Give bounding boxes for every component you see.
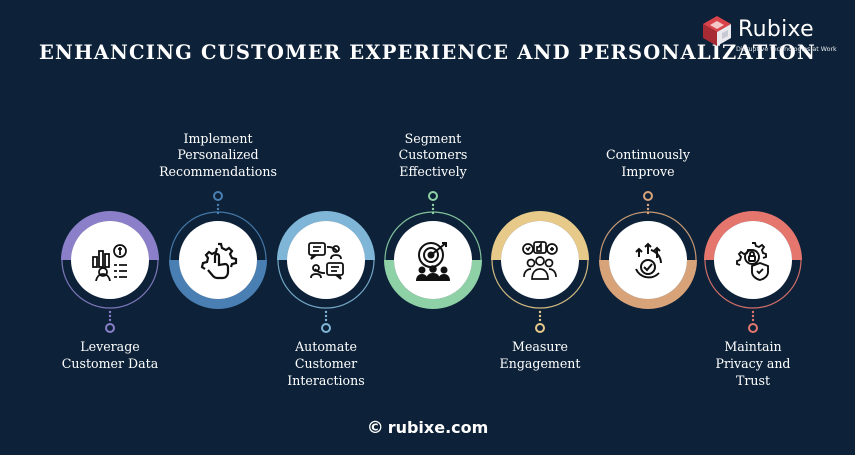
step-7 xyxy=(698,211,808,311)
step-label-line: Trust xyxy=(735,372,771,388)
step-icon-circle xyxy=(394,221,472,299)
step-label-line: Customer xyxy=(294,355,358,371)
step-label-line: Personalized xyxy=(177,147,259,163)
step-connector xyxy=(105,310,115,333)
step-ring xyxy=(277,211,375,309)
step-connector xyxy=(321,310,331,333)
step-label-line: Privacy and xyxy=(715,355,791,371)
step-5 xyxy=(485,211,595,311)
step-icon-circle xyxy=(287,221,365,299)
step-1 xyxy=(55,211,165,311)
step-icon-circle xyxy=(501,221,579,299)
logo-name: Rubixe xyxy=(738,17,814,42)
privacy-shield-icon xyxy=(736,242,769,281)
step-label-line: Effectively xyxy=(399,164,467,180)
step-connector xyxy=(535,310,545,333)
rubixe-logo: Rubixe Disruptive technologies at Work xyxy=(700,14,845,62)
step-icon-circle xyxy=(71,221,149,299)
copyright-symbol: © xyxy=(366,418,384,438)
step-label-line: Measure xyxy=(512,339,568,354)
data-analytics-icon xyxy=(92,244,127,281)
step-ring xyxy=(491,211,589,309)
step-label-line: Improve xyxy=(621,164,675,180)
step-2 xyxy=(163,211,273,311)
target-audience-icon xyxy=(416,242,450,281)
step-connector xyxy=(213,191,223,215)
step-icon-circle xyxy=(714,221,792,299)
logo-cube-icon xyxy=(703,16,731,46)
step-label-line: Automate xyxy=(295,339,357,354)
step-label-line: Leverage xyxy=(80,339,140,354)
footer: ©rubixe.com xyxy=(0,418,855,438)
chat-cycle-icon xyxy=(308,242,344,280)
footer-site: rubixe.com xyxy=(387,418,489,437)
step-4 xyxy=(378,211,488,311)
gear-hand-icon xyxy=(200,242,238,280)
step-label-line: Continuously xyxy=(606,147,690,163)
step-connector xyxy=(748,310,758,333)
engagement-icon xyxy=(522,241,558,280)
step-3 xyxy=(271,211,381,311)
logo-tagline: Disruptive technologies at Work xyxy=(736,46,837,53)
step-label-line: Engagement xyxy=(499,355,581,371)
step-ring xyxy=(704,211,802,309)
step-label-line: Customers xyxy=(398,147,468,163)
page-title: ENHANCING CUSTOMER EXPERIENCE AND PERSON… xyxy=(38,41,816,64)
step-label-line: Maintain xyxy=(724,339,782,354)
step-label-line: Customer Data xyxy=(61,355,159,371)
step-icon-circle xyxy=(609,221,687,299)
improve-gear-icon xyxy=(635,242,662,279)
step-connector xyxy=(428,191,438,215)
step-label-line: Implement xyxy=(183,130,253,146)
step-icon-circle xyxy=(179,221,257,299)
step-label-line: Segment xyxy=(404,130,462,146)
step-6 xyxy=(593,211,703,311)
step-label-line: Recommendations xyxy=(159,164,277,180)
step-ring xyxy=(61,211,159,309)
step-connector xyxy=(643,191,653,215)
step-label-line: Interactions xyxy=(287,372,365,388)
